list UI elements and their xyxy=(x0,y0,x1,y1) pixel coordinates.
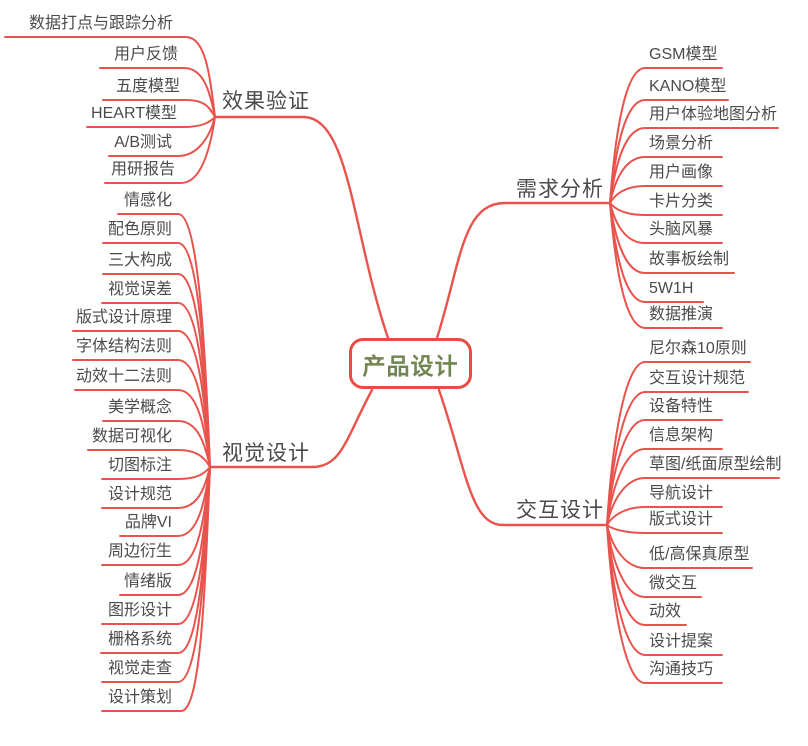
child-connector xyxy=(102,420,211,468)
child-topic[interactable]: 用户反馈 xyxy=(113,46,178,63)
child-topic[interactable]: 导航设计 xyxy=(649,485,714,502)
child-connector xyxy=(87,449,211,468)
child-connector xyxy=(609,202,723,216)
child-topic[interactable]: 用户体验地图分析 xyxy=(649,106,778,123)
child-topic[interactable]: 情绪版 xyxy=(123,573,172,590)
child-connector xyxy=(606,477,780,526)
child-topic[interactable]: 情感化 xyxy=(123,192,172,209)
child-connector xyxy=(606,524,723,534)
child-topic[interactable]: 设计策划 xyxy=(107,689,172,706)
child-topic[interactable]: 美学概念 xyxy=(107,399,172,416)
branch-topic-requirement[interactable]: 需求分析 xyxy=(516,178,604,201)
child-topic[interactable]: HEART模型 xyxy=(91,105,177,122)
child-topic[interactable]: 图形设计 xyxy=(107,602,172,619)
child-topic[interactable]: 视觉误差 xyxy=(107,281,172,298)
child-topic[interactable]: 字体结构法则 xyxy=(75,338,172,355)
child-connector xyxy=(609,202,723,329)
child-connector xyxy=(74,389,211,468)
child-topic[interactable]: 用研报告 xyxy=(110,161,175,178)
child-topic[interactable]: 沟通技巧 xyxy=(649,661,714,678)
child-topic[interactable]: 动效十二法则 xyxy=(75,368,172,385)
child-topic[interactable]: 版式设计原理 xyxy=(75,309,172,326)
child-connector xyxy=(609,156,723,204)
branch-connector-effect xyxy=(213,115,390,340)
child-connector xyxy=(101,466,211,480)
branch-topic-interaction[interactable]: 交互设计 xyxy=(516,499,604,522)
child-topic[interactable]: A/B测试 xyxy=(114,134,172,151)
child-topic[interactable]: 版式设计 xyxy=(649,511,714,528)
branch-topic-visual[interactable]: 视觉设计 xyxy=(222,442,310,465)
central-topic-label: 产品设计 xyxy=(362,352,459,379)
branch-topic-effect[interactable]: 效果验证 xyxy=(222,90,310,113)
child-topic[interactable]: 信息架构 xyxy=(649,427,714,444)
child-topic[interactable]: 设备特性 xyxy=(649,398,714,415)
child-topic[interactable]: 卡片分类 xyxy=(649,193,714,210)
child-connector xyxy=(104,116,216,184)
child-topic[interactable]: 尼尔森10原则 xyxy=(649,340,747,357)
child-connector xyxy=(609,185,723,204)
child-topic[interactable]: 5W1H xyxy=(649,280,694,297)
child-topic[interactable]: 微交互 xyxy=(649,575,698,592)
child-topic[interactable]: 低/高保真原型 xyxy=(649,546,750,563)
child-connector xyxy=(606,524,723,684)
central-topic-node[interactable]: 产品设计 xyxy=(349,338,472,389)
child-topic[interactable]: 品牌VI xyxy=(124,514,172,531)
child-topic[interactable]: 设计规范 xyxy=(107,486,172,503)
child-topic[interactable]: 配色原则 xyxy=(107,221,172,238)
child-topic[interactable]: GSM模型 xyxy=(649,46,718,63)
branch-connector-requirement xyxy=(435,201,612,340)
child-connector xyxy=(4,36,216,118)
child-topic[interactable]: 切图标注 xyxy=(107,457,172,474)
child-topic[interactable]: 交互设计规范 xyxy=(649,370,746,387)
branch-connector-visual xyxy=(208,388,374,469)
child-connector xyxy=(609,127,779,204)
child-topic[interactable]: 设计提案 xyxy=(649,633,714,650)
child-topic[interactable]: 场景分析 xyxy=(649,135,714,152)
child-topic[interactable]: 三大构成 xyxy=(107,252,172,269)
child-topic[interactable]: 五度模型 xyxy=(115,78,180,95)
child-topic[interactable]: 周边衍生 xyxy=(107,543,172,560)
child-topic[interactable]: 动效 xyxy=(649,603,682,620)
child-topic[interactable]: 数据可视化 xyxy=(91,428,172,445)
child-connector xyxy=(606,448,723,526)
child-connector xyxy=(102,99,216,118)
child-connector xyxy=(606,506,723,526)
child-topic[interactable]: 数据推演 xyxy=(649,306,714,323)
child-connector xyxy=(99,67,216,118)
child-topic[interactable]: 数据打点与跟踪分析 xyxy=(28,15,173,32)
child-topic[interactable]: KANO模型 xyxy=(649,78,727,95)
branch-connector-interaction xyxy=(437,388,609,527)
child-topic[interactable]: 视觉走查 xyxy=(107,660,172,677)
child-topic[interactable]: 草图/纸面原型绘制 xyxy=(649,456,782,473)
child-topic[interactable]: 头脑风暴 xyxy=(649,221,714,238)
child-connector xyxy=(101,466,211,712)
child-topic[interactable]: 栅格系统 xyxy=(107,631,172,648)
child-topic[interactable]: 故事板绘制 xyxy=(649,251,730,268)
child-connector xyxy=(86,116,216,128)
child-topic[interactable]: 用户画像 xyxy=(649,164,714,181)
